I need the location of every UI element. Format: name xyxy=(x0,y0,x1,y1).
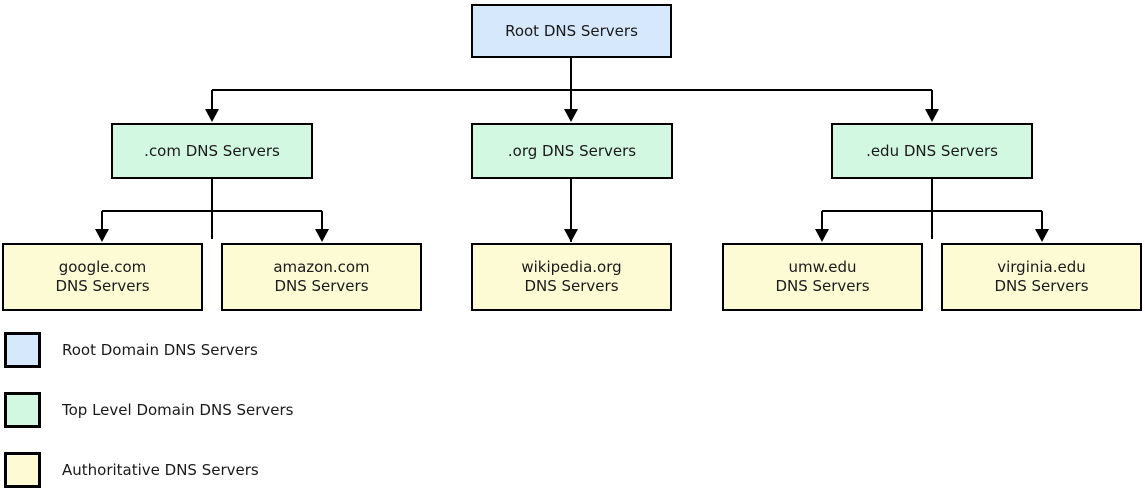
node-label-line: .com DNS Servers xyxy=(144,141,280,160)
node-label-line: DNS Servers xyxy=(524,277,619,295)
node-label-line: .org DNS Servers xyxy=(507,141,637,160)
node-label-line: DNS Servers xyxy=(274,277,369,295)
node-edu-tld[interactable]: .edu DNS Servers xyxy=(831,123,1033,179)
legend-swatch-top-level-domain xyxy=(4,392,41,428)
node-org-tld[interactable]: .org DNS Servers xyxy=(471,123,673,179)
legend-label-authoritative: Authoritative DNS Servers xyxy=(62,461,259,479)
arrow-to-umw-edu xyxy=(815,229,829,242)
arrow-to-wikipedia-org xyxy=(564,229,578,242)
arrow-to-edu-tld xyxy=(925,109,939,122)
node-label-line: DNS Servers xyxy=(775,277,870,295)
node-com-tld[interactable]: .com DNS Servers xyxy=(111,123,313,179)
node-label-line: umw.edu xyxy=(788,258,857,276)
arrow-to-amazon-com xyxy=(315,229,329,242)
arrow-to-virginia-edu xyxy=(1035,229,1049,242)
node-label-line: wikipedia.org xyxy=(521,258,622,276)
node-label-line: .edu DNS Servers xyxy=(866,141,998,160)
arrow-to-com-tld xyxy=(205,109,219,122)
arrow-to-org-tld xyxy=(564,109,578,122)
node-label-line: Root DNS Servers xyxy=(505,21,638,40)
node-label-line: amazon.com xyxy=(273,258,370,276)
node-label-line: DNS Servers xyxy=(55,277,150,295)
legend-swatch-root-domain xyxy=(4,332,41,368)
legend-swatch-authoritative xyxy=(4,452,41,488)
node-root[interactable]: Root DNS Servers xyxy=(471,4,672,58)
arrow-to-google-com xyxy=(95,229,109,242)
node-label-line: virginia.edu xyxy=(997,258,1086,276)
node-label-line: DNS Servers xyxy=(994,277,1089,295)
legend-label-root-domain: Root Domain DNS Servers xyxy=(62,341,258,359)
legend-label-top-level-domain: Top Level Domain DNS Servers xyxy=(62,401,294,419)
node-label-line: google.com xyxy=(58,258,147,276)
